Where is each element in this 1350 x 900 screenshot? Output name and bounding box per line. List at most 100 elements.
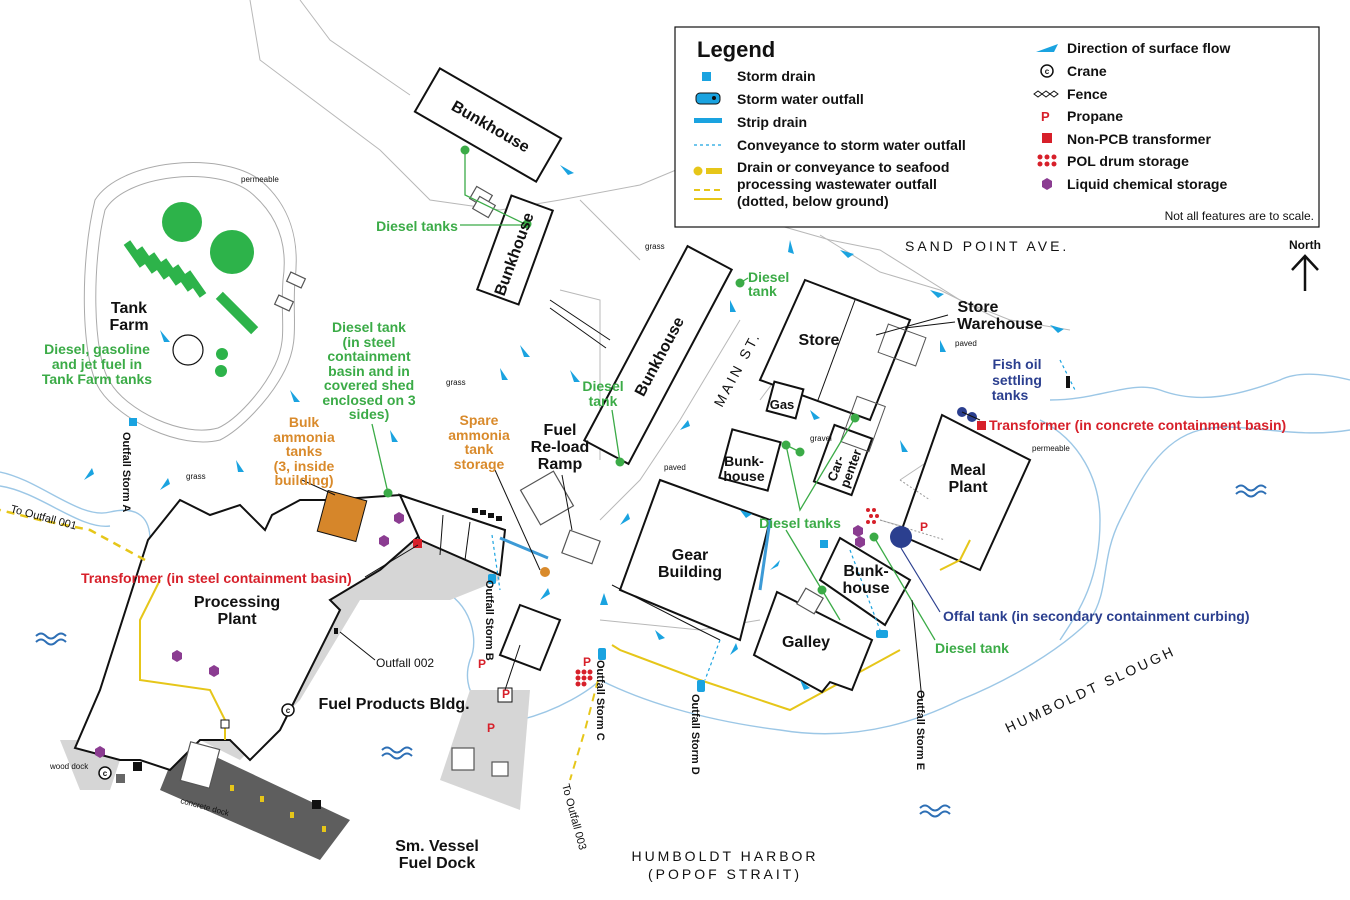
diesel-tank-label: tank [748,283,777,299]
legend-item-label: Drain or conveyance to seafood [737,159,949,175]
legend-item-label: Propane [1067,108,1123,124]
outfall-label: Outfall Storm D [689,694,701,775]
fuel-products-label: Fuel Products Bldg. [318,696,469,713]
diesel-tank-label: tank [589,393,618,409]
bunkhouse-label: Bunk- [843,563,888,580]
storm-drain-icon [702,72,711,81]
galley-label: Galley [782,634,830,651]
harbor-label: HUMBOLDT HARBOR [631,848,818,864]
outfall-label: Outfall Storm C [594,660,606,741]
bulk-ammonia-label: (3, inside [274,458,335,474]
outfall-label: To Outfall 001 [9,503,78,532]
flow-arrow-icon [788,240,794,254]
flow-arrow-icon [740,510,752,518]
diesel-tank-label: Diesel tank [935,640,1009,656]
crane-icon [98,766,112,780]
diesel-tank-label: Diesel [748,269,789,285]
legend-title: Legend [697,37,775,62]
propane-icon: P [1041,109,1050,124]
legend-item-label: Strip drain [737,114,807,130]
fuel-tank-empty [172,334,204,366]
outfall-label: To Outfall 003 [559,783,588,852]
offal-tank-label: Offal tank (in secondary containment cur… [943,608,1249,624]
legend-item-label: processing wastewater outfall [737,176,937,192]
legend-item-label: Crane [1067,63,1107,79]
legend-item-label: Storm drain [737,68,816,84]
flow-arrow-icon [770,560,780,570]
flow-arrow-icon [160,478,170,490]
diesel-tank-label: Diesel [582,378,623,394]
fuel-tank [210,230,254,274]
flow-arrow-icon [290,390,300,402]
diesel-steel-label: (in steel [343,334,396,350]
storm-water-outfall-icon [598,648,606,660]
flow-arrow-icon [655,630,665,640]
svg-text:P: P [487,721,495,735]
flow-arrow-icon [620,513,630,525]
diesel-steel-label: Diesel tank [332,319,406,335]
north-arrow-icon [1291,254,1319,271]
flow-arrow-icon [930,290,944,298]
storm-drain-icon [129,418,137,426]
flow-arrow-icon [390,430,398,442]
spare-ammonia-label: storage [454,456,505,472]
fuel-tank [162,202,202,242]
outfall-label: Outfall Storm E [914,690,926,770]
surface-label: grass [186,472,206,481]
legend-item-label: POL drum storage [1067,153,1189,169]
svg-text:P: P [920,520,928,534]
tank-farm-fuel-label: Diesel, gasoline [44,341,150,357]
street-main: MAIN ST. [711,329,764,410]
processing-plant-area: c c [0,489,507,860]
legend-item-label: (dotted, below ground) [737,193,889,209]
wave-icon [35,632,67,646]
outfall-label: Outfall Storm B [483,580,495,661]
legend-item-label: Conveyance to storm water outfall [737,137,966,153]
surface-label: gravel [810,434,832,443]
crane-icon [1040,64,1054,78]
diesel-steel-label: covered shed [324,377,414,393]
legend-item-label: Fence [1067,86,1108,102]
flow-arrow-icon [500,368,508,380]
flow-arrow-icon [1036,44,1058,52]
dock-markers [230,785,326,832]
bulk-ammonia-label: building) [274,472,333,488]
north-arrow: North [1289,238,1321,291]
tank-farm-label: Tank [111,300,147,317]
central-buildings [519,278,1032,694]
fish-oil-label: settling [992,372,1042,388]
transformer-icon [413,539,422,548]
offal-tank-icon [890,526,912,548]
pol-drum-icon [1037,154,1057,167]
water-symbols [35,484,1267,818]
surface-label: paved [664,463,686,472]
flow-arrows [84,165,1064,690]
flow-arrow-icon [940,340,946,352]
bunkhouse-label: house [723,468,764,484]
transformer-icon [1042,133,1052,143]
transformer-concrete-label: Transformer (in concrete containment bas… [989,417,1286,433]
tank-farm-label: Farm [109,317,148,334]
north-buildings [413,66,734,466]
slough-label: HUMBOLDT SLOUGH [1003,642,1179,735]
bunkhouse-label: Bunk- [724,453,764,469]
gas-label: Gas [770,397,795,412]
bulk-ammonia-label: tanks [286,443,323,459]
svg-text:c: c [1045,67,1050,76]
legend-item-label: Non-PCB transformer [1067,131,1211,147]
fuel-ramp-label: Ramp [538,456,583,473]
bulk-ammonia-building [316,489,368,543]
fuel-tank [215,365,227,377]
flow-arrow-icon [560,165,574,175]
wave-icon [381,746,413,760]
flow-arrow-icon [236,460,244,472]
transformer-steel-label: Transformer (in steel containment basin) [81,570,352,586]
diesel-steel-label: basin and in [328,363,410,379]
fuel-ramp-label: Re-load [531,439,590,456]
flow-arrow-icon [540,588,550,600]
svg-text:P: P [478,657,486,671]
svg-text:P: P [502,687,510,701]
diesel-steel-label: sides) [349,406,389,422]
legend-item-label: Liquid chemical storage [1067,176,1227,192]
seafood-drain-icon [693,166,703,176]
